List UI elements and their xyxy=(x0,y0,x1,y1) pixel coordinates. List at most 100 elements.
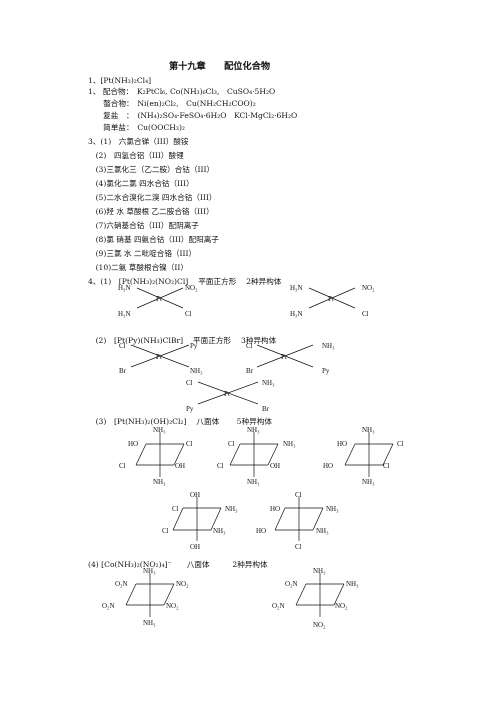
svg-text:Py: Py xyxy=(186,405,194,413)
svg-text:NO₂: NO₂ xyxy=(185,284,198,292)
svg-text:OH: OH xyxy=(270,462,280,470)
svg-text:Cl: Cl xyxy=(246,342,253,350)
svg-text:NH₃: NH₃ xyxy=(362,426,375,434)
svg-text:H₃N: H₃N xyxy=(290,284,303,292)
answer-line: 1、 配合物： K₂PtCl₆, Co(NH₃)₆Cl₃, CuSO₄·5H₂O xyxy=(88,87,276,96)
svg-text:HO: HO xyxy=(270,505,280,513)
svg-text:NH₃: NH₃ xyxy=(322,342,335,350)
answer-line: 复盐 ： (NH₄)₂SO₄·FeSO₄·6H₂O KCl·MgCl₂·6H₂O xyxy=(88,111,298,120)
svg-text:Cl: Cl xyxy=(397,440,404,448)
answer-line: (7)六硝基合钴（III）配阴离子 xyxy=(88,221,199,230)
svg-text:Cl: Cl xyxy=(172,505,179,513)
answer-line: (6)羟 水 草酸根 乙二胺合铬（III） xyxy=(88,207,214,216)
square-planar-isomer-3: Cl Py Pt Br NH₃ xyxy=(119,342,203,375)
svg-text:Cl: Cl xyxy=(217,462,224,470)
svg-text:HO: HO xyxy=(337,440,347,448)
svg-text:OH: OH xyxy=(175,462,185,470)
svg-text:H₃N: H₃N xyxy=(118,284,131,292)
svg-text:Cl: Cl xyxy=(185,310,192,318)
answer-line: (3)三氯化三（乙二胺）合钴（III） xyxy=(88,165,215,174)
svg-text:Cl: Cl xyxy=(383,462,390,470)
svg-text:NH₃: NH₃ xyxy=(225,505,238,513)
answer-line: 螯合物： Ni(en)₂Cl₂, Cu(NH₂CH₂COO)₂ xyxy=(88,99,256,108)
svg-text:NH₃: NH₃ xyxy=(153,426,166,434)
svg-text:O₂N: O₂N xyxy=(102,602,115,610)
answer-line: (2) 四氢合铝（III）酸锂 xyxy=(88,151,184,160)
octahedral-isomer-6: NH₃ O₂N NO₂ O₂N NO₂ NH₃ xyxy=(102,567,189,627)
svg-text:Br: Br xyxy=(262,405,270,413)
svg-text:Py: Py xyxy=(322,367,330,375)
svg-text:Pt: Pt xyxy=(224,390,230,398)
octahedral-isomer-7: NH₃ O₂N NH₃ O₂N NO₂ NO₂ xyxy=(272,567,359,629)
svg-text:HO: HO xyxy=(256,527,266,535)
svg-text:Pt: Pt xyxy=(281,353,287,361)
answer-line: 1、[Pt(NH₃)₂Cl₄] xyxy=(88,76,152,85)
svg-text:NH₃: NH₃ xyxy=(346,580,359,588)
octahedral-isomer-3: NH₃ HO Cl HO Cl NH₃ xyxy=(323,426,404,486)
answer-line: 4、(1) [Pt(NH₃)₂(NO₂)Cl] 平面正方形 2种异构体 xyxy=(88,277,282,286)
svg-text:NH₃: NH₃ xyxy=(262,379,275,387)
svg-text:OH: OH xyxy=(190,543,200,551)
octahedral-isomer-2: NH₃ Cl NH₃ Cl OH NH₃ xyxy=(217,426,296,486)
svg-text:Br: Br xyxy=(119,367,127,375)
svg-text:Cl: Cl xyxy=(295,543,302,551)
svg-text:O₂N: O₂N xyxy=(115,580,128,588)
svg-text:H₃N: H₃N xyxy=(290,310,303,318)
svg-text:NH₃: NH₃ xyxy=(326,505,339,513)
answer-line: (4)氯化二氯 四水合钴（III） xyxy=(88,179,194,188)
svg-text:NH₃: NH₃ xyxy=(316,527,329,535)
square-planar-isomer-2: H₃N NO₂ Pt H₃N Cl xyxy=(290,284,375,318)
svg-text:Cl: Cl xyxy=(228,440,235,448)
svg-text:Py: Py xyxy=(190,342,198,350)
svg-text:NO₂: NO₂ xyxy=(313,621,326,629)
svg-text:Br: Br xyxy=(246,367,254,375)
svg-text:Pt: Pt xyxy=(156,353,162,361)
svg-text:Pt: Pt xyxy=(156,295,162,303)
answer-line: (9)三氯 水 二吡啶合铬（III） xyxy=(88,249,197,258)
svg-text:Cl: Cl xyxy=(119,342,126,350)
svg-text:HO: HO xyxy=(323,462,333,470)
answer-line: (5)二水合溴化二溴 四水合钴（III） xyxy=(88,193,217,202)
svg-text:NH₃: NH₃ xyxy=(313,567,326,575)
answer-line: 简单盐： Cu(OOCH₃)₂ xyxy=(88,123,185,132)
svg-text:NH₃: NH₃ xyxy=(143,619,156,627)
octahedral-isomer-5: Cl HO NH₃ HO NH₃ Cl xyxy=(256,491,339,551)
answer-line: 3、(1) 六氯合锑（III）酸铵 xyxy=(88,137,189,146)
svg-text:Cl: Cl xyxy=(119,462,126,470)
svg-text:NH₃: NH₃ xyxy=(247,478,260,486)
svg-text:NH₃: NH₃ xyxy=(362,478,375,486)
svg-text:Cl: Cl xyxy=(162,527,169,535)
svg-text:Pt: Pt xyxy=(328,295,334,303)
octahedral-isomer-4: OH Cl NH₃ Cl NH₃ OH xyxy=(162,491,238,551)
svg-text:Cl: Cl xyxy=(186,440,193,448)
svg-text:NO₂: NO₂ xyxy=(176,580,189,588)
answer-line: (3) [Pt(NH₃)₂(OH)₂Cl₂] 八面体 5种异构体 xyxy=(88,417,273,426)
svg-text:NH₃: NH₃ xyxy=(143,567,156,575)
svg-text:H₃N: H₃N xyxy=(118,310,131,318)
svg-text:NH₃: NH₃ xyxy=(213,527,226,535)
svg-text:HO: HO xyxy=(128,440,138,448)
square-planar-isomer-5: Cl NH₃ Pt Py Br xyxy=(186,379,275,413)
answer-line: (4) [Co(NH₃)₂(NO₂)₄]⁻ 八面体 2种异构体 xyxy=(88,560,268,569)
svg-text:Cl: Cl xyxy=(362,310,369,318)
svg-text:OH: OH xyxy=(190,491,200,499)
answer-line: (10)二氨 草酸根合镍（II） xyxy=(88,263,188,272)
svg-text:NH₃: NH₃ xyxy=(283,440,296,448)
svg-text:NO₂: NO₂ xyxy=(166,602,179,610)
svg-text:Cl: Cl xyxy=(295,491,302,499)
svg-text:NH₃: NH₃ xyxy=(153,478,166,486)
svg-text:NH₃: NH₃ xyxy=(190,367,203,375)
svg-text:NH₃: NH₃ xyxy=(247,426,260,434)
square-planar-isomer-1: H₃N NO₂ Pt H₃N Cl xyxy=(118,284,198,318)
octahedral-isomer-1: NH₃ HO Cl Cl OH NH₃ xyxy=(119,426,193,486)
answer-line: (8)氯 硝基 四氨合钴（III）配阳离子 xyxy=(88,235,219,244)
svg-text:Cl: Cl xyxy=(186,379,193,387)
svg-text:O₂N: O₂N xyxy=(285,580,298,588)
page-title: 第十九章 配位化合物 xyxy=(169,61,271,72)
svg-text:NO₂: NO₂ xyxy=(335,602,348,610)
square-planar-isomer-4: Cl NH₃ Pt Br Py xyxy=(246,342,335,375)
svg-text:O₂N: O₂N xyxy=(272,602,285,610)
answer-line: (2) [Pt(Py)(NH₃)ClBr] 平面正方形 3种异构体 xyxy=(88,336,277,345)
svg-text:NO₂: NO₂ xyxy=(362,284,375,292)
